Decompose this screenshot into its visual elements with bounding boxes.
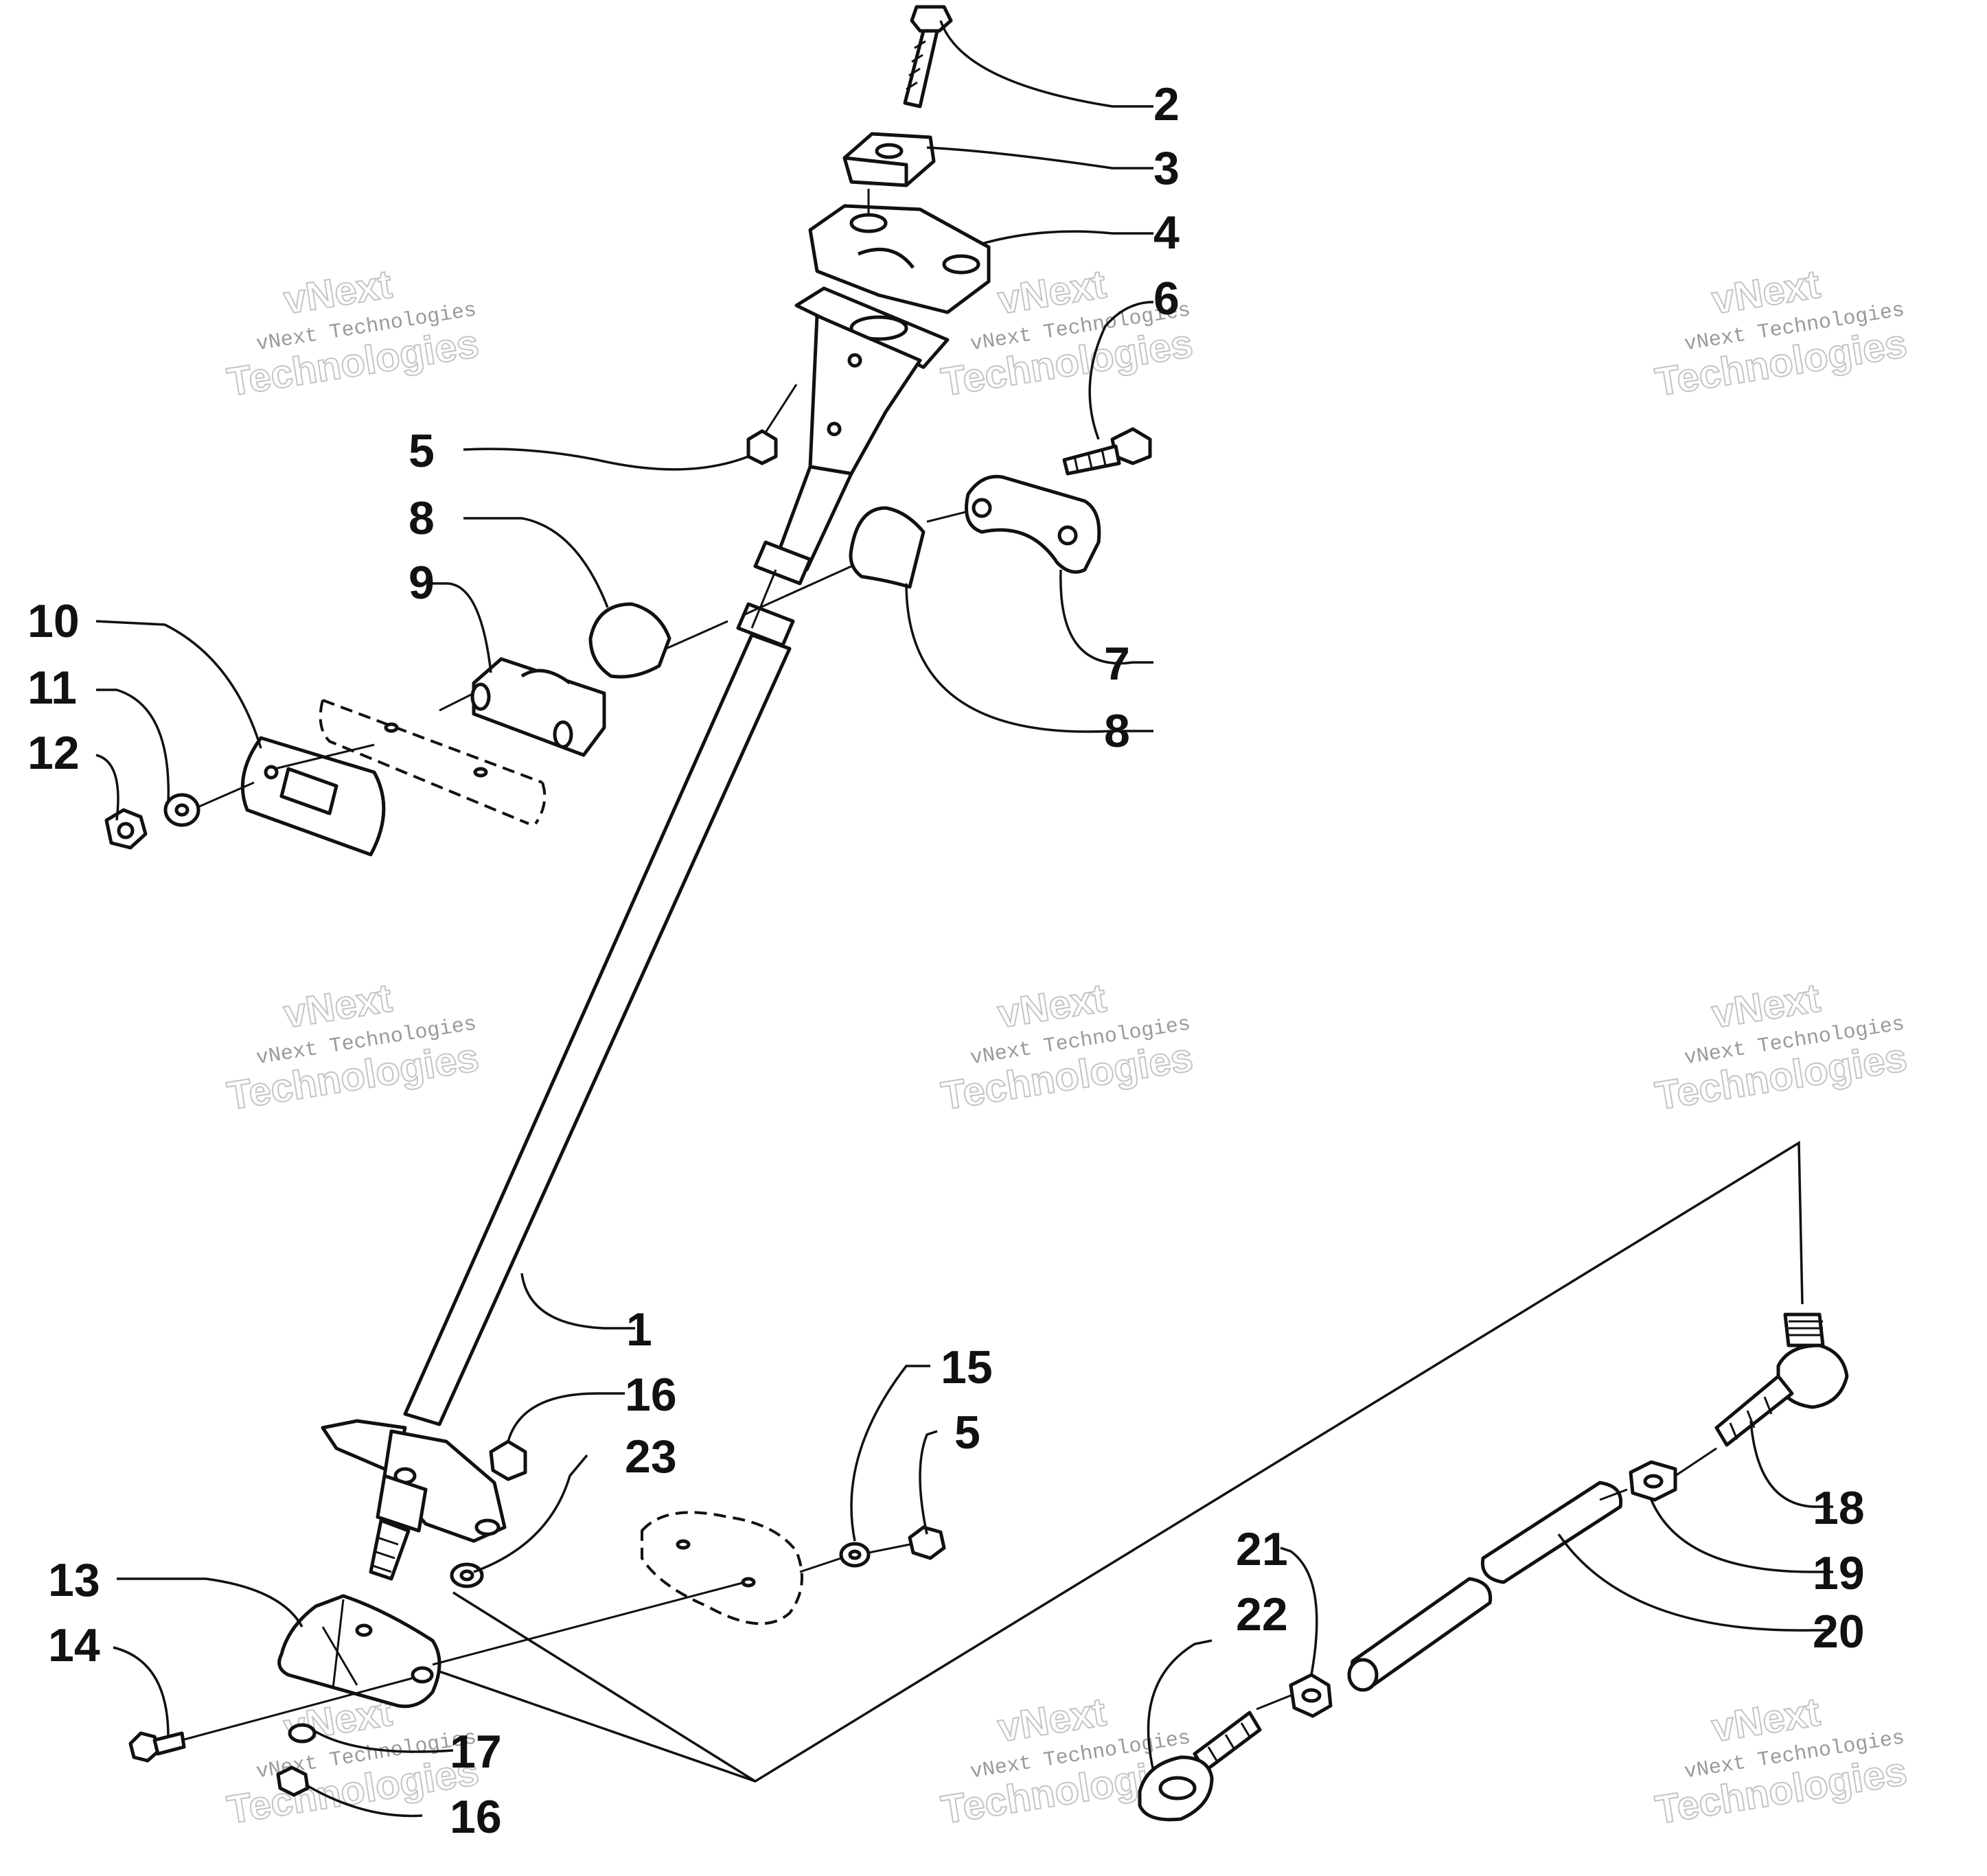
callout-16-lower: 16 — [450, 1791, 502, 1843]
part-8-bushing-right — [744, 506, 969, 616]
part-21-jam-nut — [1256, 1673, 1333, 1718]
callout-19: 19 — [1813, 1547, 1865, 1599]
part-1-steering-post — [321, 286, 950, 1581]
callout-13: 13 — [48, 1554, 100, 1606]
part-5-nut-lower — [868, 1525, 946, 1560]
watermarks: vNext vNext Technologies Technologies vN… — [224, 261, 1911, 1833]
callout-8-right: 8 — [1104, 705, 1130, 757]
callout-21: 21 — [1236, 1523, 1288, 1575]
leader-lines — [95, 20, 1833, 1818]
part-17-washer — [288, 1723, 317, 1744]
callout-11: 11 — [27, 662, 77, 714]
watermark: vNext vNext Technologies Technologies — [1652, 975, 1911, 1119]
part-tie-rod-shaft — [1347, 1577, 1493, 1692]
watermark: vNext vNext Technologies Technologies — [938, 261, 1197, 405]
part-19-jam-nut — [1629, 1447, 1717, 1502]
part-23-washer — [450, 1562, 484, 1588]
callout-8-left: 8 — [409, 492, 435, 544]
callout-1: 1 — [626, 1304, 652, 1356]
part-13-steering-arm — [277, 1594, 441, 1709]
callout-2: 2 — [1153, 78, 1180, 130]
part-10-cover-plate — [240, 699, 547, 857]
part-12-nut — [104, 808, 148, 850]
callout-18: 18 — [1813, 1482, 1865, 1534]
dashed-pitman-arm-outline — [641, 1511, 803, 1625]
part-11-washer — [163, 781, 255, 827]
part-8-bushing-left — [588, 602, 728, 679]
part-15-washer — [799, 1542, 871, 1573]
part-22-tie-rod-end — [1138, 1711, 1262, 1822]
callout-4: 4 — [1153, 207, 1180, 259]
callout-7: 7 — [1104, 638, 1130, 690]
callout-23: 23 — [625, 1431, 677, 1483]
watermark: vNext vNext Technologies Technologies — [224, 261, 483, 405]
part-14-bolt — [128, 1677, 413, 1763]
watermark: vNext vNext Technologies Technologies — [1652, 261, 1911, 405]
part-6-bolt — [1062, 427, 1152, 476]
part-4-handlebar-block — [808, 189, 991, 314]
callout-15: 15 — [941, 1341, 993, 1393]
callout-14: 14 — [48, 1619, 100, 1671]
part-18-tie-rod-end — [1714, 1312, 1849, 1447]
part-7-clamp-half — [965, 474, 1101, 574]
callout-12: 12 — [27, 727, 80, 779]
callout-5-lower: 5 — [954, 1406, 980, 1459]
callout-16-upper: 16 — [625, 1369, 677, 1421]
callout-3: 3 — [1153, 142, 1180, 194]
callout-22: 22 — [1236, 1588, 1288, 1641]
callout-5-upper: 5 — [409, 425, 435, 477]
callout-9: 9 — [409, 557, 435, 609]
part-5-nut-upper — [746, 384, 798, 465]
callouts: 2 3 4 6 5 8 9 10 11 12 7 8 1 15 16 5 23 … — [27, 78, 1865, 1843]
part-2-bolt — [903, 5, 953, 108]
part-3-upper-clamp — [842, 132, 936, 187]
callout-20: 20 — [1813, 1606, 1865, 1658]
callout-6: 6 — [1153, 273, 1180, 325]
part-20-tube — [1480, 1481, 1628, 1584]
watermark: vNext vNext Technologies Technologies — [224, 975, 483, 1119]
assembly-connection-lines — [432, 1140, 1804, 1783]
part-16-nut-lower — [276, 1765, 310, 1797]
watermark: vNext vNext Technologies Technologies — [1652, 1689, 1911, 1833]
part-9-lower-clamp — [439, 657, 606, 757]
watermark: vNext vNext Technologies Technologies — [224, 1689, 483, 1833]
callout-17: 17 — [450, 1726, 502, 1778]
callout-10: 10 — [27, 595, 80, 647]
part-16-nut-upper — [489, 1439, 527, 1481]
watermark: vNext vNext Technologies Technologies — [938, 975, 1197, 1119]
